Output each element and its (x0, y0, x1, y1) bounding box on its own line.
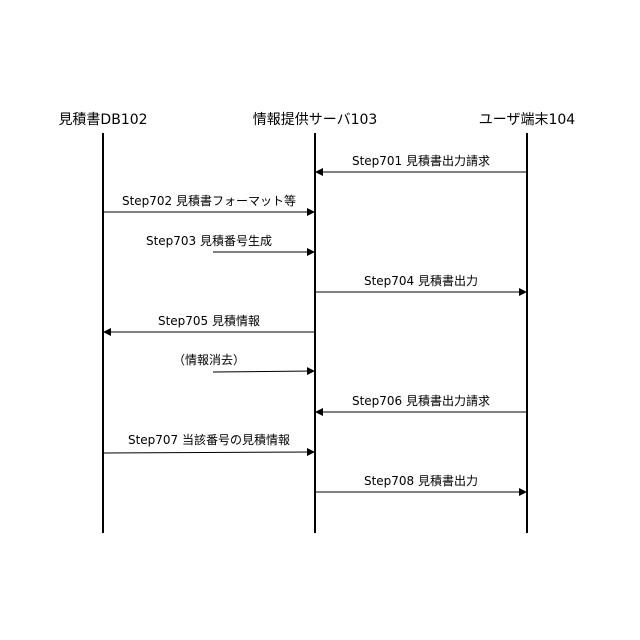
message-label-step703: Step703 見積番号生成 (146, 233, 272, 248)
message-label-step707: Step707 当該番号の見積情報 (128, 432, 290, 447)
participant-label-server: 情報提供サーバ103 (253, 112, 378, 128)
message-label-info-erase: （情報消去） (173, 353, 245, 367)
message-arrow-info-erase (213, 371, 314, 372)
message-label-step701: Step701 見積書出力請求 (352, 153, 490, 168)
message-arrow-step707 (104, 452, 314, 453)
participant-label-db: 見積書DB102 (58, 112, 147, 128)
message-label-step705: Step705 見積情報 (158, 313, 260, 328)
participant-label-terminal: ユーザ端末104 (479, 112, 576, 128)
message-label-step706: Step706 見積書出力請求 (352, 393, 490, 408)
message-label-step708: Step708 見積書出力 (364, 473, 478, 488)
message-label-step704: Step704 見積書出力 (364, 273, 478, 288)
message-label-step702: Step702 見積書フォーマット等 (122, 193, 296, 208)
